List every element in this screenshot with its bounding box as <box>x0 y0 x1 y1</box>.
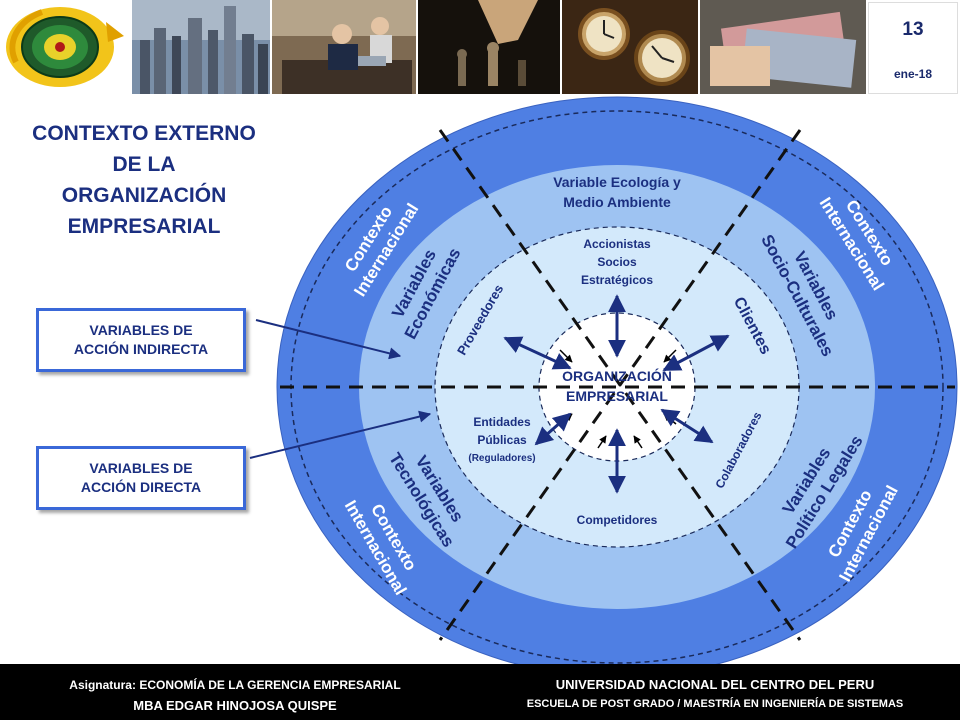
footer-course-info: Asignatura: ECONOMÍA DE LA GERENCIA EMPR… <box>0 664 470 720</box>
inner-label-line: (Reguladores) <box>468 453 535 464</box>
callout-line: VARIABLES DE <box>89 322 193 338</box>
slide-info: 13 ene-18 <box>868 2 958 94</box>
callout-line: ACCIÓN INDIRECTA <box>73 341 209 357</box>
slide-date: ene-18 <box>893 67 933 81</box>
callout-line: ACCIÓN DIRECTA <box>80 479 202 495</box>
callout-indirect-action: VARIABLES DE ACCIÓN INDIRECTA <box>36 308 246 372</box>
inner-label-line: Accionistas <box>583 237 651 251</box>
footer-bar: Asignatura: ECONOMÍA DE LA GERENCIA EMPR… <box>0 664 960 720</box>
university-seal-icon <box>6 7 124 87</box>
title-line: EMPRESARIAL <box>67 215 221 238</box>
page-title: CONTEXTO EXTERNO DE LA ORGANIZACIÓN EMPR… <box>20 118 268 242</box>
city-skyline-photo <box>132 0 270 94</box>
double-arrow-icon <box>662 334 730 372</box>
euro-banknotes-photo <box>700 0 866 94</box>
inner-label-line: Socios <box>597 255 637 269</box>
callout-direct-action: VARIABLES DE ACCIÓN DIRECTA <box>36 446 246 510</box>
double-arrow-icon <box>503 336 572 370</box>
double-arrow-icon <box>660 408 714 444</box>
label-public-entities: Entidades Públicas (Reguladores) <box>468 415 535 464</box>
label-business-organization: ORGANIZACIÓN EMPRESARIAL <box>562 367 672 404</box>
connector-arrow-icon <box>249 410 432 459</box>
title-line: DE LA <box>112 153 176 176</box>
footer-subject-line: Asignatura: ECONOMÍA DE LA GERENCIA EMPR… <box>0 678 470 692</box>
business-meeting-photo <box>272 0 416 94</box>
inner-label-line: Públicas <box>477 433 527 447</box>
center-label-line: EMPRESARIAL <box>566 388 668 404</box>
connector-arrow-icon <box>255 319 402 360</box>
clocks-photo <box>562 0 698 94</box>
center-label-line: ORGANIZACIÓN <box>562 367 672 384</box>
callout-line: VARIABLES DE <box>89 460 193 476</box>
small-arrow-icon <box>633 435 643 449</box>
middle-label-line: Variable Ecología y <box>553 174 681 190</box>
slide-number: 13 <box>902 19 924 40</box>
middle-label-line: Medio Ambiente <box>563 194 671 210</box>
footer-university-info: UNIVERSIDAD NACIONAL DEL CENTRO DEL PERU… <box>470 664 960 720</box>
footer-subject: ECONOMÍA DE LA GERENCIA EMPRESARIAL <box>139 678 401 692</box>
label-competitors: Competidores <box>577 513 658 527</box>
title-line: CONTEXTO EXTERNO <box>32 122 256 145</box>
footer-school: ESCUELA DE POST GRADO / MAESTRÍA EN INGE… <box>526 698 904 710</box>
small-arrow-icon <box>597 435 607 449</box>
divider-diagonal-right <box>438 129 802 641</box>
label-ecology-environment: Variable Ecología y Medio Ambiente <box>553 174 681 210</box>
inner-label-line: Estratégicos <box>581 273 653 287</box>
label-shareholders: Accionistas Socios Estratégicos <box>581 237 653 287</box>
footer-subject-label: Asignatura: <box>69 678 136 692</box>
footer-university: UNIVERSIDAD NACIONAL DEL CENTRO DEL PERU <box>555 677 875 692</box>
footer-professor: MBA EDGAR HINOJOSA QUISPE <box>133 698 337 713</box>
header-banner: 13 ene-18 <box>0 0 960 96</box>
title-line: ORGANIZACIÓN <box>61 184 227 207</box>
inner-label-line: Entidades <box>473 415 531 429</box>
double-arrow-icon <box>534 412 572 446</box>
chess-photo <box>418 0 560 94</box>
